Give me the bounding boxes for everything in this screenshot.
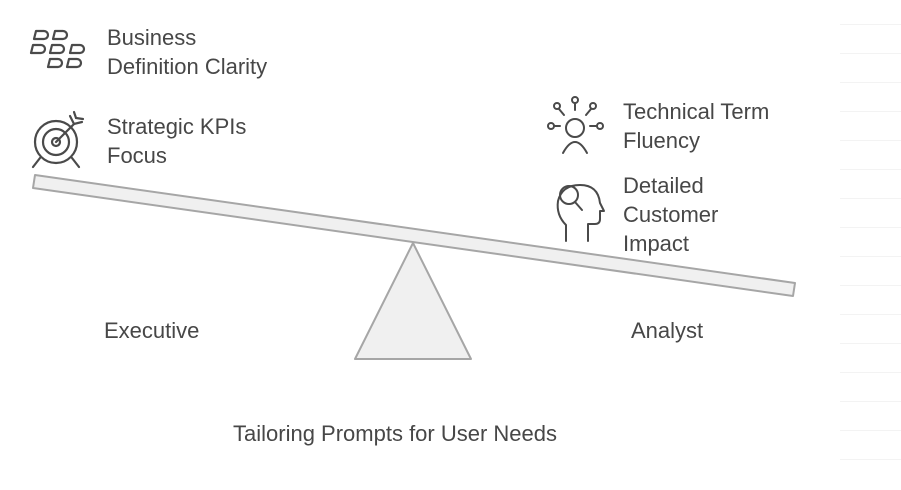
- fulcrum-triangle: [354, 242, 472, 360]
- item-line: Strategic KPIs: [107, 114, 247, 139]
- item-line: Customer: [623, 202, 719, 227]
- item-business-definition-clarity: Business Definition Clarity: [107, 23, 267, 81]
- item-line: Definition Clarity: [107, 54, 268, 79]
- item-line: Impact: [623, 231, 690, 256]
- blackberry-logo-icon: [29, 29, 86, 69]
- item-technical-term-fluency: Technical Term Fluency: [623, 97, 769, 155]
- item-line: Focus: [107, 143, 167, 168]
- item-line: Business: [107, 25, 197, 50]
- user-ideas-icon: [547, 96, 604, 154]
- head-search-icon: [556, 184, 605, 242]
- item-detailed-customer-impact: Detailed Customer Impact: [623, 171, 718, 258]
- executive-label: Executive: [104, 318, 200, 343]
- item-line: Technical Term: [623, 99, 770, 124]
- item-line: Detailed: [623, 173, 704, 198]
- seesaw-beam: [32, 174, 796, 297]
- item-line: Fluency: [623, 128, 701, 153]
- item-strategic-kpis-focus: Strategic KPIs Focus: [107, 112, 246, 170]
- analyst-label: Analyst: [631, 318, 704, 343]
- target-arrow-icon: [31, 110, 85, 169]
- diagram-title: Tailoring Prompts for User Needs: [233, 421, 558, 446]
